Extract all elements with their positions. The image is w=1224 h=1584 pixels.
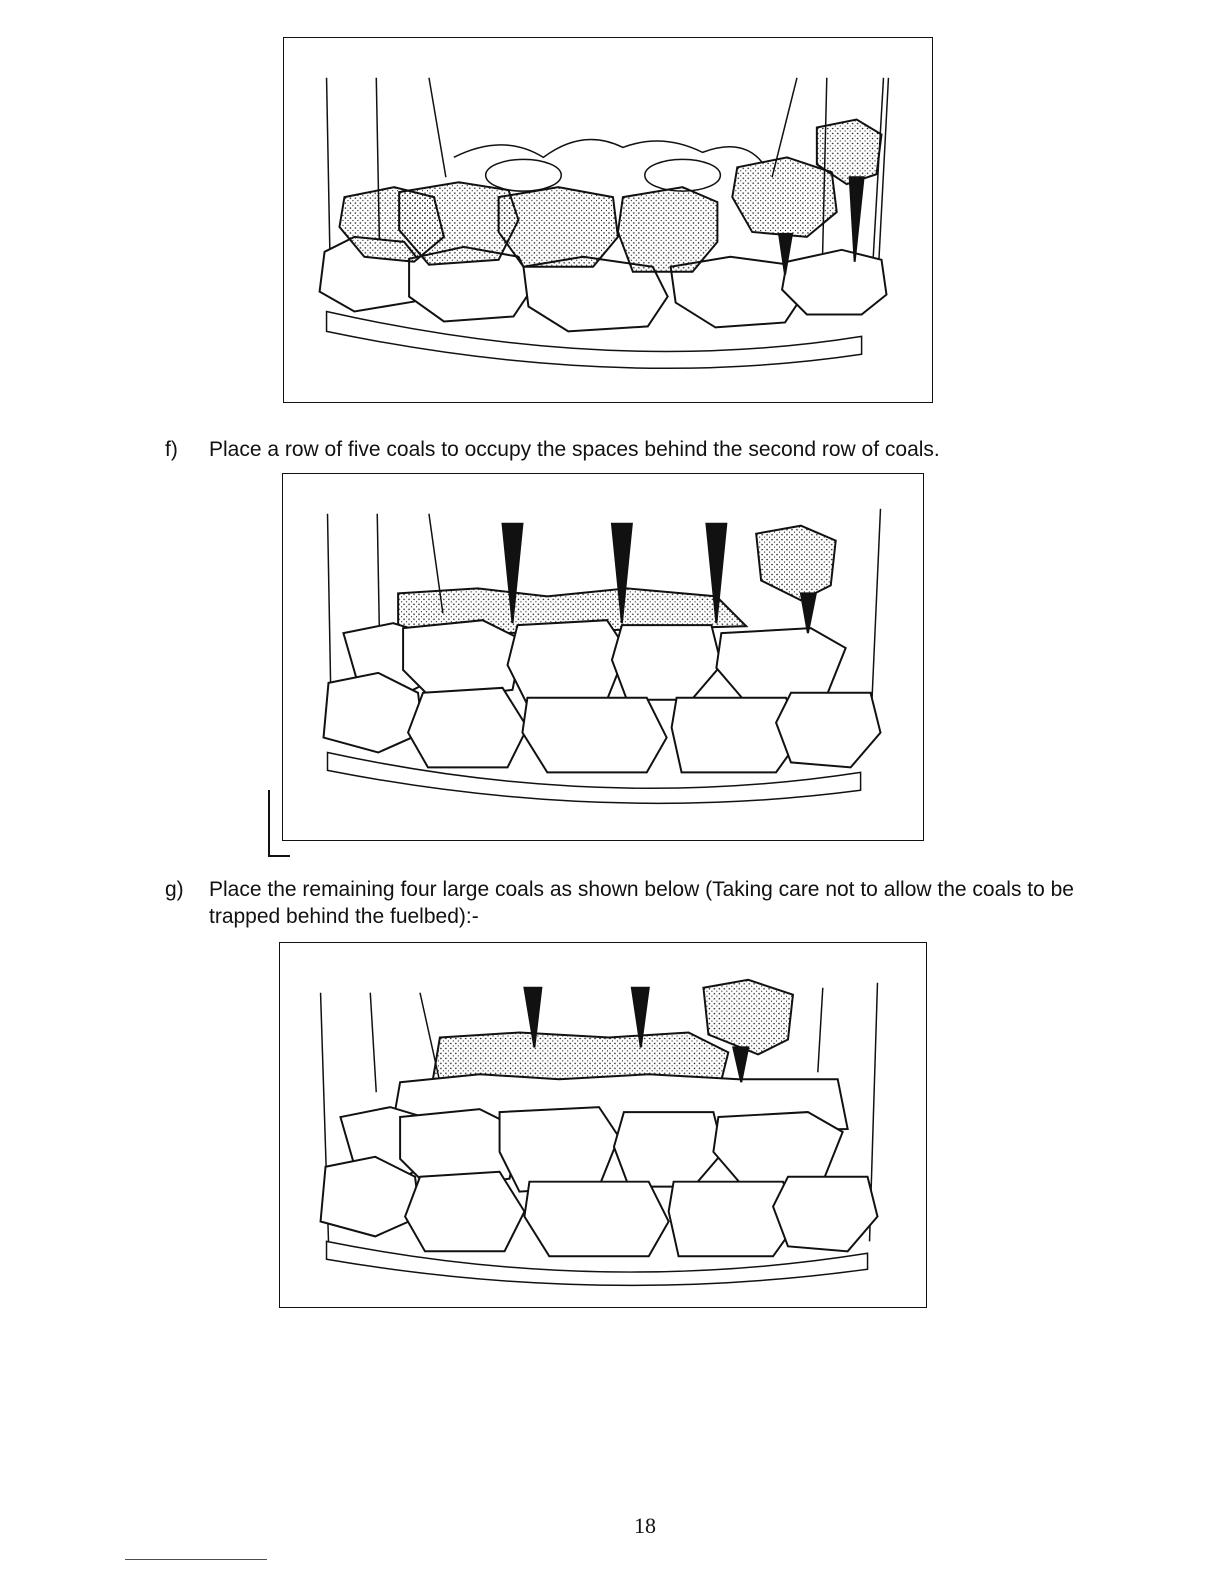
step-marker: g) xyxy=(165,876,184,903)
footer-rule xyxy=(125,1559,267,1560)
step-text: Place the remaining four large coals as … xyxy=(209,876,1149,930)
fuelbed-row-four-illustration xyxy=(283,474,923,840)
step-f: f) Place a row of five coals to occupy t… xyxy=(165,436,1115,463)
figure-2 xyxy=(282,473,924,841)
step-marker: f) xyxy=(165,436,178,463)
margin-mark-horizontal xyxy=(268,855,290,857)
margin-mark-vertical xyxy=(268,790,270,856)
figure-1 xyxy=(283,37,933,403)
page-number: 18 xyxy=(0,1513,1224,1539)
step-text: Place a row of five coals to occupy the … xyxy=(209,436,940,463)
fuelbed-row-three-illustration xyxy=(284,38,932,402)
figure-3 xyxy=(279,942,927,1308)
fuelbed-complete-illustration xyxy=(280,943,926,1307)
step-g: g) Place the remaining four large coals … xyxy=(165,876,1155,932)
